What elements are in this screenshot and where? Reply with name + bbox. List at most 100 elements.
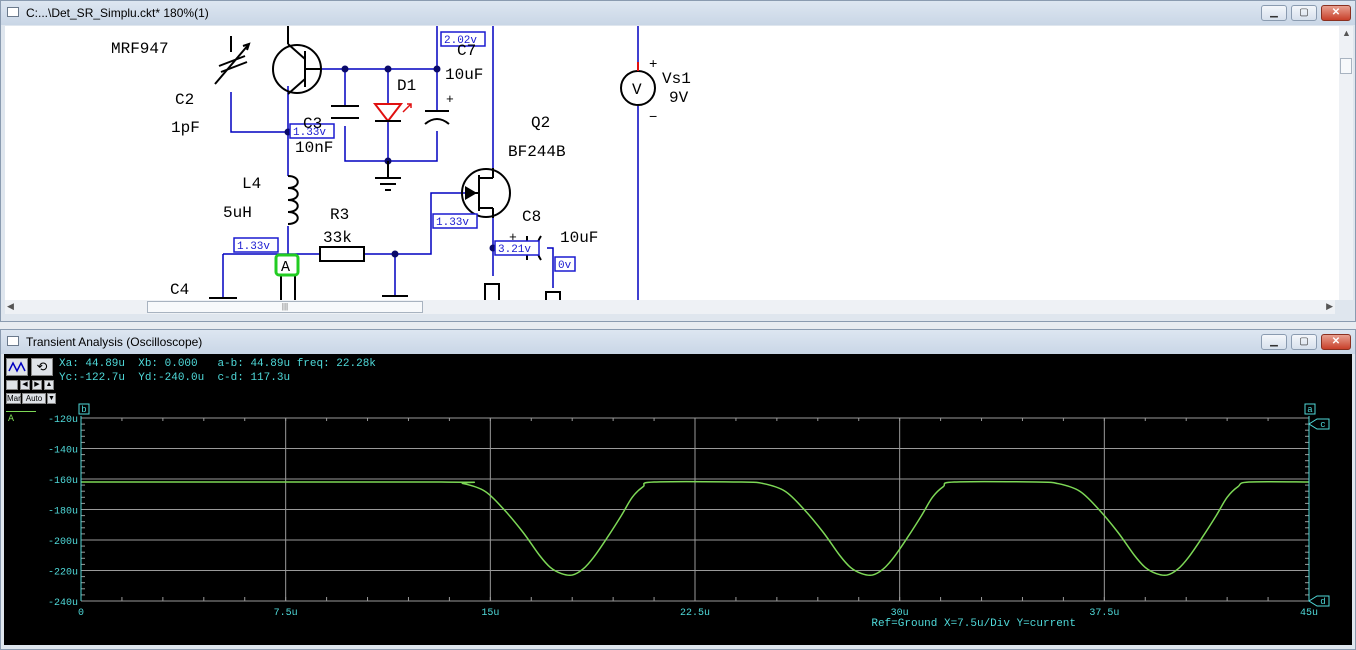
trace-a-line	[80, 480, 1310, 577]
c3-value-label: 10nF	[295, 139, 333, 157]
schematic-window-buttons: ▁ ▢ ✕	[1261, 5, 1351, 21]
left-arrow-icon: ◀	[22, 381, 28, 388]
tick-marks	[80, 417, 1310, 602]
c2-name-label: C2	[175, 91, 194, 109]
trace-name-label: A	[8, 414, 15, 425]
wire-c2	[230, 92, 288, 133]
voltage-box	[233, 237, 279, 253]
waveform-icon	[8, 361, 26, 373]
cursor-c-marker-text: c	[1320, 420, 1325, 430]
minimize-button[interactable]: ▁	[1261, 5, 1287, 21]
x-tick-label: 22.5u	[680, 608, 710, 619]
scroll-up-arrow[interactable]: ▲	[1342, 28, 1351, 38]
voltage-box	[289, 123, 335, 139]
window-icon	[7, 7, 19, 17]
y-tick-label: -180u	[48, 507, 78, 518]
c8-plus-label: +	[509, 230, 517, 245]
y-tick-label: -160u	[48, 476, 78, 487]
junction-dots	[284, 65, 497, 258]
maximize-button[interactable]: ▢	[1291, 334, 1317, 350]
voltage-label: 2.02v	[444, 35, 477, 47]
scroll-thumb[interactable]	[1340, 58, 1352, 74]
right-arrow-icon: ▶	[34, 381, 40, 388]
step-left-button[interactable]: ◀	[20, 380, 30, 390]
scroll-right-arrow[interactable]: ▶	[1326, 301, 1333, 311]
l4-name-label: L4	[242, 175, 261, 193]
c2-capacitor	[214, 36, 251, 85]
maximize-button[interactable]: ▢	[1291, 5, 1317, 21]
schematic-horizontal-scrollbar[interactable]: ◀ ||| ▶	[5, 300, 1335, 314]
vs1-minus-label: −	[649, 110, 657, 126]
scope-display[interactable]: ⟲ ◀ ▶ ▲ Man Auto ▼ Xa: 44.89u Xb: 0.000 …	[4, 354, 1352, 645]
grid-lines	[80, 417, 1310, 602]
x-tick-label: 30u	[891, 608, 909, 619]
cd-readout: c-d: 117.3u	[217, 372, 291, 384]
l4-value-label: 5uH	[223, 204, 252, 222]
scroll-left-arrow[interactable]: ◀	[7, 301, 14, 311]
cursor-d-marker[interactable]	[1308, 595, 1330, 607]
xb-readout: Xb: 0.000	[138, 358, 198, 370]
x-tick-label: 15u	[481, 608, 499, 619]
auto-scale-button[interactable]: Auto	[22, 393, 46, 404]
up-arrow-icon: ▲	[45, 381, 53, 388]
x-tick-label: 0	[78, 608, 84, 619]
cursor-readout-row1: Xa: 44.89u Xb: 0.000 a-b: 44.89u freq: 2…	[59, 358, 376, 370]
wires	[222, 26, 639, 300]
cursor-b-marker[interactable]	[78, 403, 90, 415]
ground-symbol	[375, 161, 401, 191]
window-icon	[7, 336, 19, 346]
yd-readout: Yd:-240.0u	[138, 372, 205, 384]
manual-scale-button[interactable]: Man	[6, 393, 23, 404]
cursor-a-marker[interactable]	[1304, 403, 1316, 415]
c7-value-label: 10uF	[445, 66, 483, 84]
voltage-label: 1.33v	[436, 217, 469, 229]
voltage-label: 1.33v	[237, 241, 270, 253]
vs1-value-label: 9V	[669, 89, 689, 107]
q1-transistor	[272, 26, 322, 95]
junction-dot	[433, 65, 441, 73]
trace-legend-line	[6, 411, 36, 412]
schematic-window: C:...\Det_SR_Simplu.ckt* 180%(1) ▁ ▢ ✕	[0, 0, 1356, 322]
close-button[interactable]: ✕	[1321, 5, 1351, 21]
c2-value-label: 1pF	[171, 119, 200, 137]
cursor-c-marker[interactable]	[1308, 418, 1330, 430]
vs1-plus-label: +	[649, 57, 657, 73]
r3-value-label: 33k	[323, 229, 352, 247]
c3-capacitor	[331, 105, 359, 119]
cursor-readout-row2: Yc:-122.7u Yd:-240.0u c-d: 117.3u	[59, 372, 290, 384]
cursor-mode-button[interactable]	[6, 358, 28, 376]
scope-footer: Ref=Ground X=7.5u/Div Y=current	[871, 618, 1076, 630]
schematic-canvas[interactable]: 2.02v 1.33v 1.33v 1.33v 3.21v 0v MRF947 …	[5, 26, 1341, 300]
c8-value-label: 10uF	[560, 229, 598, 247]
scale-dropdown[interactable]: ▼	[47, 393, 56, 404]
schematic-vertical-scrollbar[interactable]: ▲	[1339, 26, 1353, 300]
junction-dot	[384, 65, 392, 73]
y-tick-label: -240u	[48, 598, 78, 609]
minimize-button[interactable]: ▁	[1261, 334, 1287, 350]
step-up-button[interactable]: ▲	[44, 380, 54, 390]
schematic-window-title: C:...\Det_SR_Simplu.ckt* 180%(1)	[26, 6, 209, 20]
probe-a-marker[interactable]	[274, 253, 300, 277]
close-button[interactable]: ✕	[1321, 334, 1351, 350]
scope-window-title: Transient Analysis (Oscilloscope)	[26, 335, 203, 349]
y-axis-labels: -120u-140u-160u-180u-200u-220u-240u	[48, 415, 78, 609]
refresh-button[interactable]: ⟲	[31, 358, 53, 376]
scope-titlebar[interactable]: Transient Analysis (Oscilloscope) ▁ ▢ ✕	[1, 330, 1355, 354]
c8-name-label: C8	[522, 208, 541, 226]
trace-toggle-button[interactable]	[6, 380, 18, 390]
voltage-label: 1.33v	[293, 127, 326, 139]
step-right-button[interactable]: ▶	[32, 380, 42, 390]
chevron-down-icon: ▼	[48, 395, 55, 402]
voltage-box	[494, 240, 540, 256]
schematic-titlebar[interactable]: C:...\Det_SR_Simplu.ckt* 180%(1) ▁ ▢ ✕	[1, 1, 1355, 25]
d1-name-label: D1	[397, 77, 416, 95]
c7-capacitor	[424, 110, 450, 125]
xa-readout: Xa: 44.89u	[59, 358, 126, 370]
component-labels: MRF947 C2 1pF C3 10nF D1 C7 10uF Q2 BF24…	[111, 40, 691, 299]
vs1-source	[620, 62, 656, 106]
cursor-a-marker-text: a	[1307, 405, 1313, 415]
scroll-thumb[interactable]: |||	[147, 301, 423, 313]
